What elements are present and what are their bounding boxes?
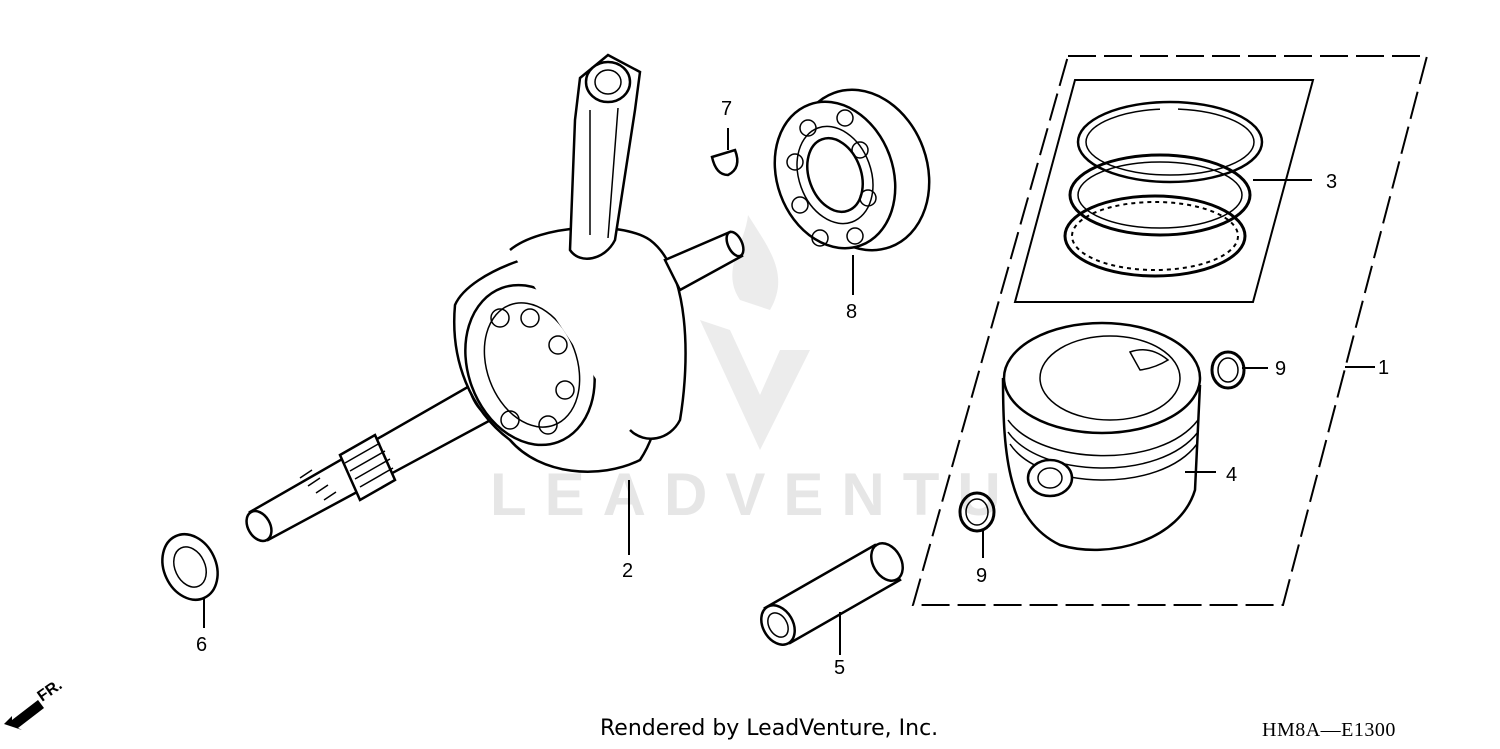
leader-lines: [203, 128, 1375, 655]
callout-5: 5: [834, 657, 845, 679]
piston-pin-clip-upper: [1210, 350, 1246, 390]
piston-ring-box: [1013, 79, 1315, 303]
piston-pin: [760, 542, 904, 646]
callout-9-upper: 9: [1275, 358, 1286, 380]
callout-3: 3: [1326, 171, 1337, 193]
callout-1: 1: [1378, 357, 1389, 379]
piston-rings: [1063, 100, 1264, 278]
arrow-down-left-icon: [4, 700, 44, 730]
piston-pin-clip-lower: [958, 491, 996, 533]
callout-2: 2: [622, 560, 633, 582]
crankshaft-bearing: [773, 88, 931, 252]
callout-4: 4: [1226, 464, 1237, 486]
piston-kit-boundary: [911, 55, 1429, 606]
callout-9-lower: 9: [976, 565, 987, 587]
front-label: FR.: [35, 677, 66, 706]
woodruff-key: [710, 148, 739, 177]
front-direction-indicator: FR.: [4, 677, 66, 730]
callout-6: 6: [196, 634, 207, 656]
piston: [1001, 321, 1202, 552]
render-credit: Rendered by LeadVenture, Inc.: [600, 716, 939, 741]
thrust-washer: [161, 533, 219, 601]
callout-7: 7: [721, 98, 732, 120]
callout-8: 8: [846, 301, 857, 323]
diagram-code: HM8A—E1300: [1262, 719, 1396, 741]
crankshaft-assembly: [245, 53, 745, 543]
